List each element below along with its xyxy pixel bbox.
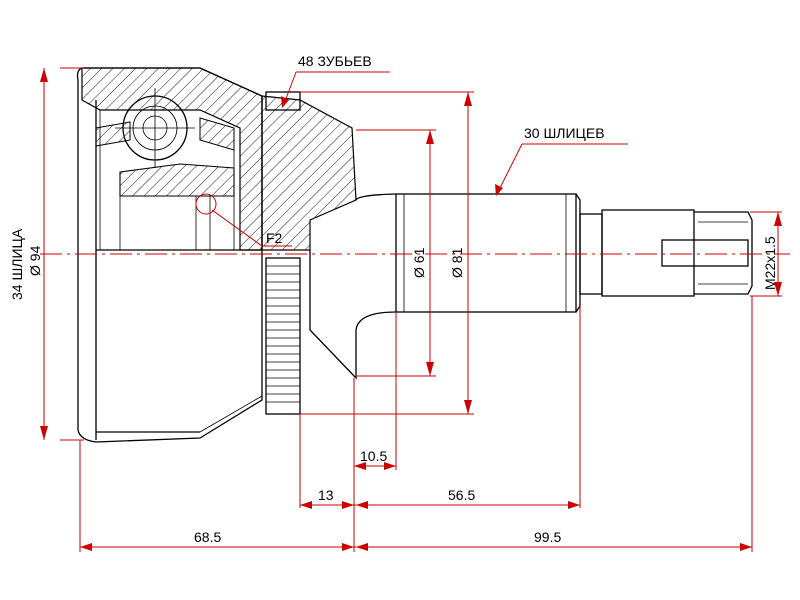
f2-label: F2 (266, 230, 283, 246)
inner-splines-label: 34 ШЛИЦА (9, 228, 25, 300)
shaft-diameter-61-label: Ø 61 (411, 247, 427, 278)
dimension-56-5: 56.5 (448, 487, 475, 503)
dimension-10-5: 10.5 (360, 448, 387, 464)
dimension-99-5: 99.5 (534, 529, 561, 545)
shaft-diameter-81-label: Ø 81 (449, 247, 465, 278)
hatched-section (81, 67, 357, 251)
dimension-lines (40, 68, 782, 551)
dimension-13: 13 (318, 487, 334, 503)
leader-lines (195, 71, 628, 247)
extension-lines (60, 67, 782, 552)
thread-label: M22x1.5 (762, 236, 778, 290)
inner-diameter-label: Ø 94 (27, 245, 43, 276)
part-outline (76, 67, 753, 443)
outer-splines-label: 30 ШЛИЦЕВ (524, 125, 605, 141)
abs-ring-teeth (266, 265, 300, 403)
teeth-count-label: 48 ЗУБЬЕВ (298, 53, 372, 69)
dimension-68-5: 68.5 (194, 529, 221, 545)
